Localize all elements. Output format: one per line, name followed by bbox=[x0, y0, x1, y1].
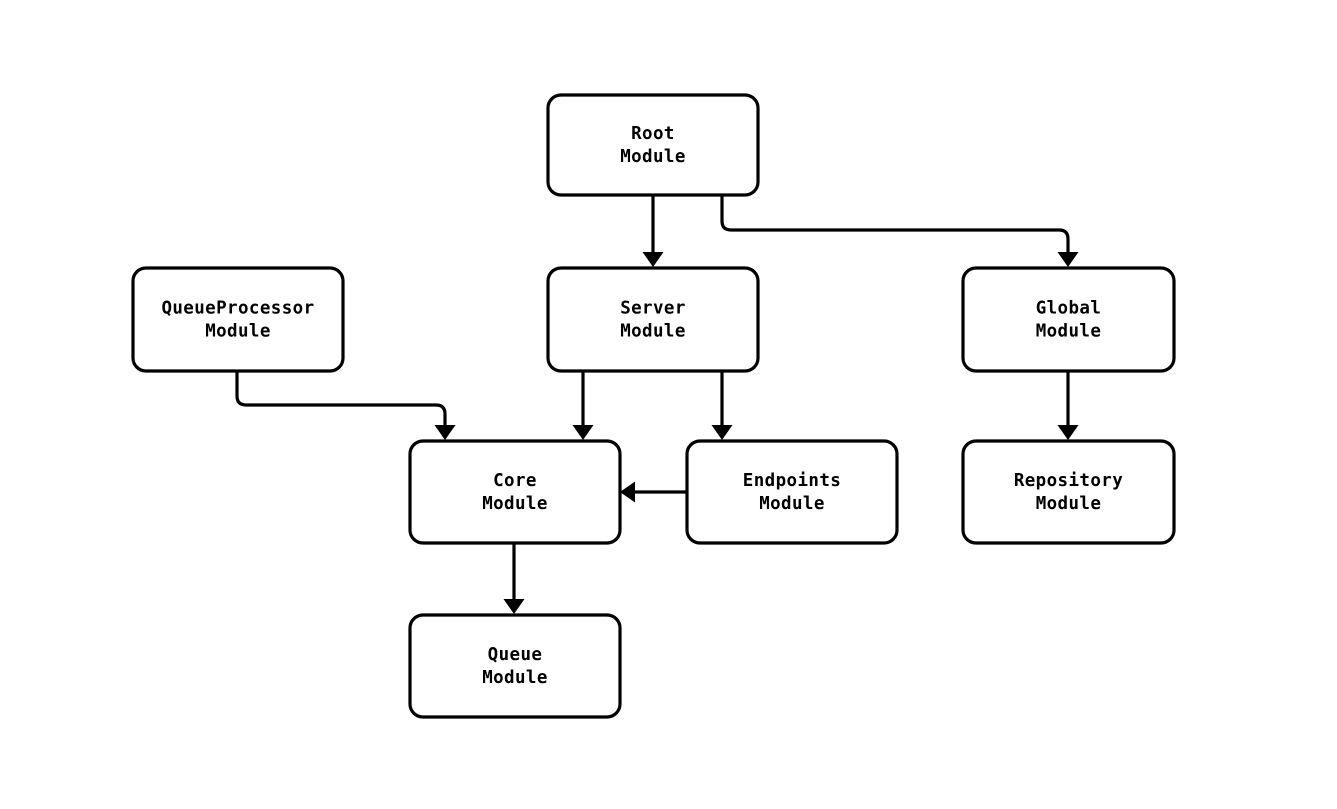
core-module-node-label-line2: Module bbox=[482, 494, 548, 514]
repository-module-node-box[interactable] bbox=[961, 439, 1176, 545]
nodes-layer: RootModuleQueueProcessorModuleServerModu… bbox=[131, 93, 1176, 719]
global-module-node-label-line1: Global bbox=[1036, 299, 1102, 319]
global-module-node-label-line2: Module bbox=[1036, 322, 1102, 342]
edge-root-to-global bbox=[720, 195, 1079, 267]
queueprocessor-module-node-label-line2: Module bbox=[205, 322, 271, 342]
repository-module-node-label-line1: Repository bbox=[1014, 471, 1123, 491]
queue-module-node-label-line2: Module bbox=[482, 668, 548, 688]
edge-server-to-endpoints bbox=[711, 371, 733, 440]
queue-module-node-box[interactable] bbox=[408, 613, 622, 719]
endpoints-module-node-box[interactable] bbox=[685, 439, 899, 545]
edge-endpoints-to-core-arrowhead-icon bbox=[620, 481, 635, 503]
server-module-node-box[interactable] bbox=[546, 266, 760, 373]
edge-queueprocessor-to-core-arrowhead-icon bbox=[434, 425, 456, 440]
global-module-node-box[interactable] bbox=[961, 266, 1176, 373]
queue-module-node-label-line1: Queue bbox=[488, 645, 543, 665]
core-module-node-label-line1: Core bbox=[493, 471, 537, 491]
core-module-node-box[interactable] bbox=[408, 439, 622, 545]
server-module-node-label-line1: Server bbox=[620, 299, 686, 319]
edge-queueprocessor-to-core-line bbox=[235, 371, 447, 435]
edge-root-to-server-arrowhead-icon bbox=[642, 252, 664, 267]
edge-global-to-repository bbox=[1057, 371, 1079, 440]
endpoints-module-node-label-line2: Module bbox=[759, 494, 825, 514]
root-module-node-label-line2: Module bbox=[620, 147, 686, 167]
edge-server-to-endpoints-arrowhead-icon bbox=[711, 425, 733, 440]
queueprocessor-module-node-label-line1: QueueProcessor bbox=[161, 299, 314, 319]
root-module-node-label-line1: Root bbox=[631, 124, 675, 144]
edge-queueprocessor-to-core bbox=[235, 371, 456, 440]
edge-core-to-queue bbox=[503, 543, 525, 614]
edge-root-to-global-line bbox=[720, 195, 1070, 262]
endpoints-module-node-label-line1: Endpoints bbox=[743, 471, 841, 491]
queueprocessor-module-node-box[interactable] bbox=[131, 266, 345, 373]
server-module-node-label-line2: Module bbox=[620, 322, 686, 342]
edge-root-to-server bbox=[642, 195, 664, 267]
edge-core-to-queue-arrowhead-icon bbox=[503, 599, 525, 614]
root-module-node-box[interactable] bbox=[546, 93, 760, 197]
edge-server-to-core bbox=[572, 371, 594, 440]
edge-root-to-global-arrowhead-icon bbox=[1057, 252, 1079, 267]
edge-endpoints-to-core bbox=[620, 481, 687, 503]
edges-layer bbox=[235, 195, 1079, 614]
repository-module-node-label-line2: Module bbox=[1036, 494, 1102, 514]
edge-global-to-repository-arrowhead-icon bbox=[1057, 425, 1079, 440]
edge-server-to-core-arrowhead-icon bbox=[572, 425, 594, 440]
